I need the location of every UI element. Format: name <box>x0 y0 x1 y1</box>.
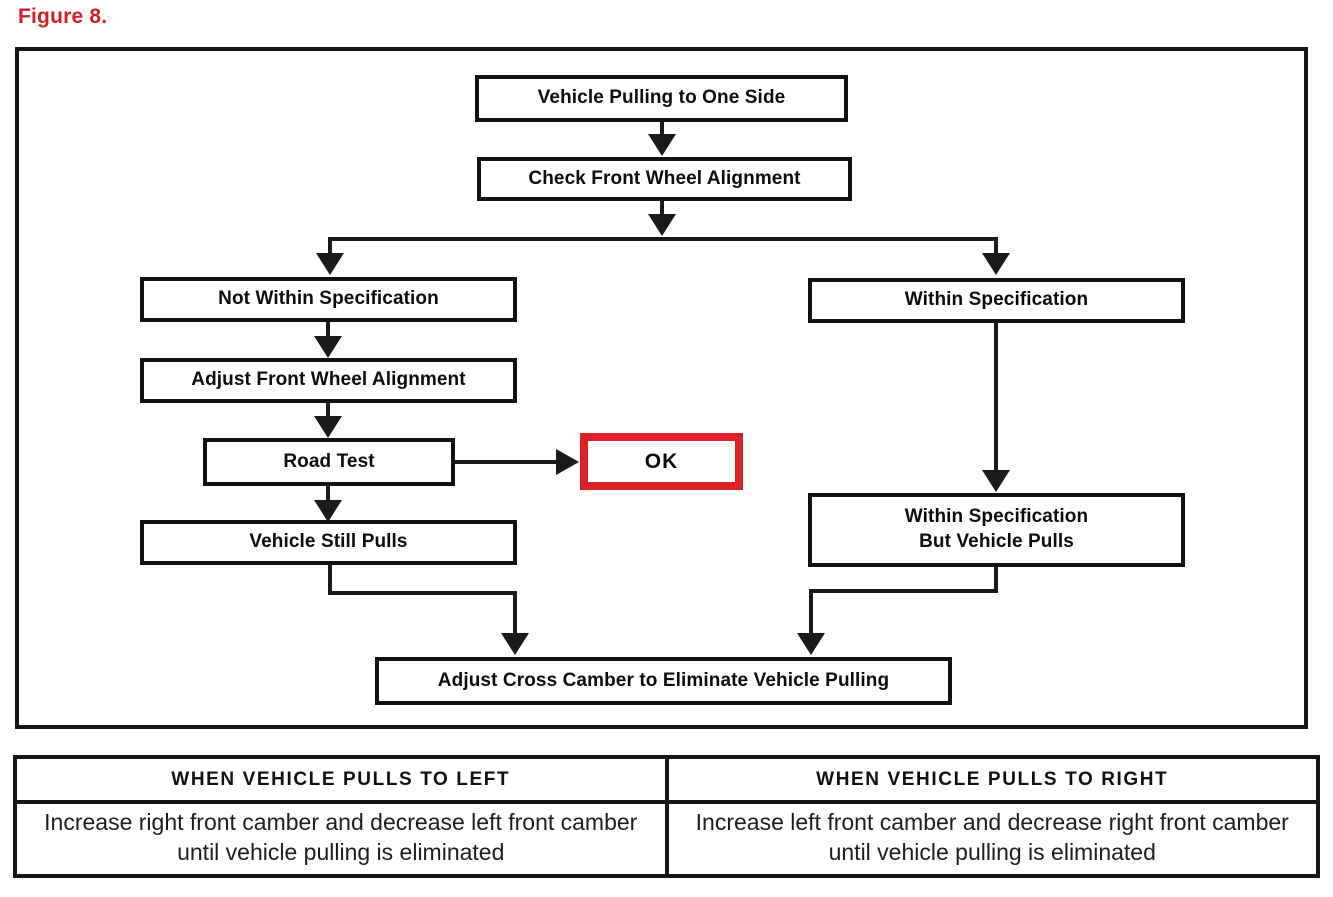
connector-stillpulls-elbow-down <box>328 565 332 595</box>
node-adjust-cross-camber: Adjust Cross Camber to Eliminate Vehicle… <box>375 657 952 705</box>
connector-stillpulls-elbow-across <box>328 591 517 595</box>
arrow-down-icon <box>316 253 344 275</box>
node-not-within-spec: Not Within Specification <box>140 277 517 322</box>
table-column-pulls-right: WHEN VEHICLE PULLS TO RIGHT Increase lef… <box>664 759 1316 874</box>
node-within-spec-but-pulls-line1: Within Specification <box>904 506 1089 528</box>
connector-withinpulls-elbow-across <box>809 589 998 593</box>
node-vehicle-still-pulls: Vehicle Still Pulls <box>140 520 517 565</box>
node-vehicle-pulling: Vehicle Pulling to One Side <box>475 75 848 122</box>
connector-branch-horizontal <box>328 237 998 241</box>
node-check-alignment: Check Front Wheel Alignment <box>477 157 852 201</box>
arrow-down-icon <box>982 470 1010 492</box>
node-within-spec-but-pulls: Within Specification But Vehicle Pulls <box>808 493 1185 567</box>
arrow-down-icon <box>314 500 342 522</box>
node-adjust-alignment: Adjust Front Wheel Alignment <box>140 358 517 403</box>
figure-caption: Figure 8. <box>18 5 108 28</box>
connector-stillpulls-elbow-drop <box>513 591 517 634</box>
connector-withinpulls-elbow-down <box>994 567 998 593</box>
connector-adjust-roadtest-stem <box>326 403 330 418</box>
connector-roadtest-ok-line <box>455 460 557 464</box>
arrow-down-icon <box>501 633 529 655</box>
connector-notwithin-adjust-stem <box>326 322 330 338</box>
table-header-pulls-right: WHEN VEHICLE PULLS TO RIGHT <box>668 759 1316 804</box>
camber-adjustment-table: WHEN VEHICLE PULLS TO LEFT Increase righ… <box>13 755 1320 878</box>
node-within-spec-but-pulls-line2: But Vehicle Pulls <box>919 531 1074 552</box>
arrow-right-icon <box>556 449 579 475</box>
connector-check-branch-stem <box>660 201 664 215</box>
node-road-test: Road Test <box>203 438 455 486</box>
connector-withinpulls-elbow-drop <box>809 589 813 634</box>
arrow-down-icon <box>982 253 1010 275</box>
arrow-down-icon <box>314 336 342 358</box>
arrow-down-icon <box>648 214 676 236</box>
connector-within-withinpulls-stem <box>994 323 998 471</box>
table-cell-pulls-left: Increase right front camber and decrease… <box>44 808 638 865</box>
node-ok: OK <box>580 433 743 490</box>
node-within-spec: Within Specification <box>808 278 1185 323</box>
arrow-down-icon <box>648 134 676 156</box>
connector-branch-left-stem <box>328 237 332 254</box>
connector-roadtest-stillpulls-stem <box>326 486 330 502</box>
arrow-down-icon <box>314 416 342 438</box>
connector-start-check-stem <box>660 122 664 136</box>
table-column-pulls-left: WHEN VEHICLE PULLS TO LEFT Increase righ… <box>17 759 665 874</box>
table-header-pulls-left: WHEN VEHICLE PULLS TO LEFT <box>17 759 665 804</box>
table-cell-pulls-right: Increase left front camber and decrease … <box>695 808 1289 865</box>
connector-branch-right-stem <box>994 237 998 254</box>
arrow-down-icon <box>797 633 825 655</box>
